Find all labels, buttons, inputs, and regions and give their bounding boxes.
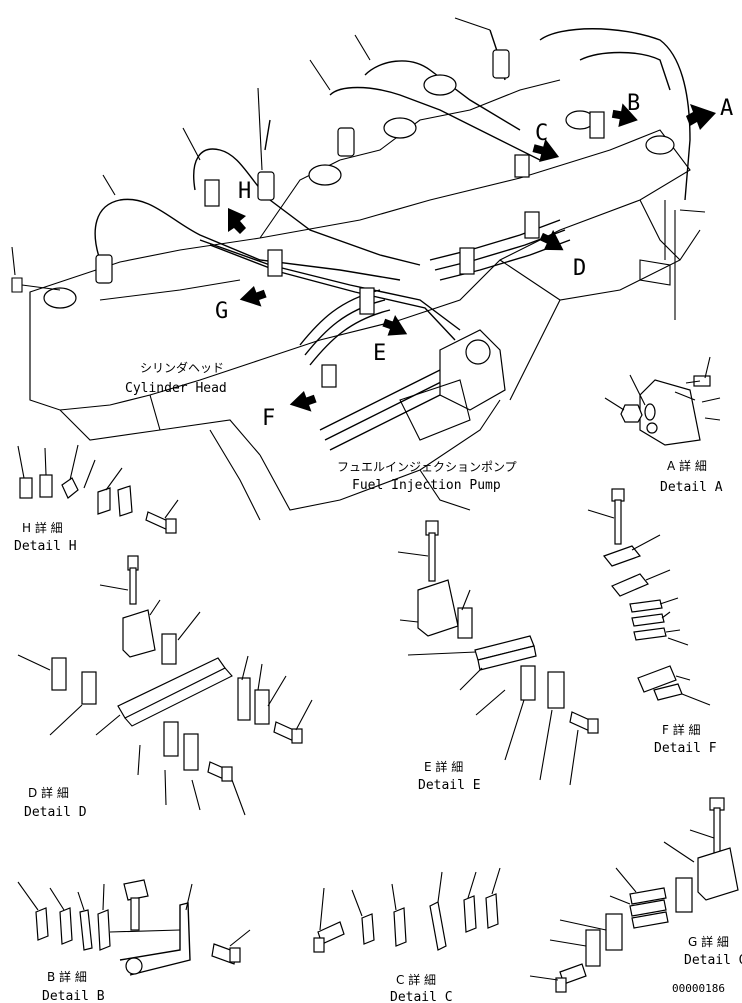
callout-arrows (228, 103, 716, 412)
callout-letter-b: B (627, 91, 640, 116)
callout-letters: A B C D E F G H (215, 91, 733, 431)
detail-e-parts (397, 520, 599, 786)
detail-b-parts (17, 879, 251, 976)
detail-g-parts (529, 797, 739, 993)
callout-letter-g: G (215, 299, 228, 324)
detail-f-label-jp: F 詳 細 (662, 722, 701, 737)
detail-h-label-en: Detail H (14, 539, 77, 554)
detail-d-label-en: Detail D (24, 805, 87, 820)
callout-letter-f: F (262, 406, 275, 431)
detail-d-parts (17, 555, 313, 816)
fuel-pump-label-jp: フュエルインジェクションポンプ (337, 460, 517, 474)
callout-letter-a: A (720, 96, 733, 121)
detail-c-parts (313, 867, 501, 953)
detail-a-label-jp: A 詳 細 (667, 458, 707, 473)
detail-b-label-jp: B 詳 細 (47, 969, 87, 984)
detail-a-parts (604, 356, 721, 446)
drawing-number: 00000186 (672, 982, 725, 995)
detail-g-label-en: Detail G (684, 953, 742, 968)
detail-g-label-jp: G 詳 細 (688, 934, 729, 949)
detail-c-label-en: Detail C (390, 990, 453, 1003)
detail-e-label-en: Detail E (418, 778, 481, 793)
detail-b-label-en: Detail B (42, 989, 105, 1003)
detail-a-label-en: Detail A (660, 480, 723, 495)
detail-d-label-jp: D 詳 細 (28, 785, 69, 800)
callout-letter-h: H (238, 179, 251, 204)
detail-h-parts (17, 444, 179, 534)
detail-f-parts (587, 488, 711, 706)
detail-e-label-jp: E 詳 細 (424, 759, 463, 774)
engine-assembly (11, 17, 706, 521)
fuel-pump-label-en: Fuel Injection Pump (352, 478, 501, 493)
callout-letter-d: D (573, 256, 586, 281)
cylinder-head-label-en: Cylinder Head (125, 381, 227, 396)
detail-f-label-en: Detail F (654, 741, 717, 756)
cylinder-head-label-jp: シリンダヘッド (140, 360, 224, 375)
detail-c-label-jp: C 詳 細 (396, 972, 436, 987)
callout-letter-e: E (373, 341, 386, 366)
detail-h-label-jp: H 詳 細 (22, 520, 63, 535)
callout-letter-c: C (535, 121, 548, 146)
